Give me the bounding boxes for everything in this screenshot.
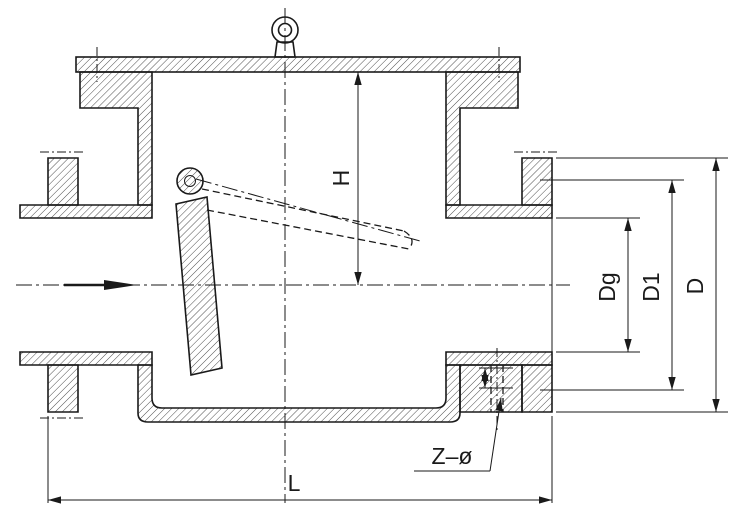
callout-label-z: Z–ø: [432, 443, 473, 469]
outlet-pipe-top-wall: [445, 204, 553, 219]
dimension-dg: Dg: [556, 217, 640, 353]
disc-assembly: [175, 167, 421, 376]
dimension-d1: D1: [540, 179, 684, 391]
right-bonnet-flange-wall: [445, 71, 519, 206]
bolt-hole-callout: Z–ø: [414, 348, 513, 472]
hinge-pin-boss: [176, 167, 204, 195]
dim-label-l: L: [288, 470, 301, 496]
flow-arrow-head: [104, 280, 137, 290]
body-bottom-shell: [137, 364, 461, 423]
lifting-eye-outer-ring: [271, 16, 299, 44]
dimension-d: D: [556, 157, 728, 413]
cover-plate: [75, 56, 521, 73]
dim-label-dg: Dg: [594, 272, 620, 301]
outlet-side-body: [445, 71, 560, 413]
inlet-flange-bottom: [47, 364, 79, 413]
inlet-pipe-top-wall: [19, 204, 153, 219]
outlet-flange-top: [521, 157, 553, 206]
bottom-shell-wall: [137, 364, 461, 423]
disc-open-end-cap: [403, 230, 413, 250]
dimension-h: H: [328, 72, 362, 285]
left-bonnet-flange-wall: [79, 71, 153, 206]
dim-label-d1: D1: [638, 272, 664, 301]
inlet-flange-top: [47, 157, 79, 206]
hinge-pin: [184, 175, 196, 187]
outlet-flange-bottom: [521, 364, 553, 413]
dimension-l: L: [47, 416, 553, 504]
disc-open-top-edge: [201, 188, 405, 232]
disc-open-centerline: [195, 178, 421, 242]
dim-label-h: H: [328, 170, 354, 187]
callout-leader: [489, 397, 503, 472]
dim-label-d: D: [682, 278, 708, 295]
top-cover-assembly: [75, 16, 521, 82]
disc-open-bottom-edge: [206, 209, 410, 250]
flow-arrow: [64, 280, 137, 290]
inlet-side-body: [19, 71, 153, 419]
disc-closed-section: [175, 196, 223, 376]
lifting-eye-inner-ring: [277, 22, 293, 38]
outlet-pipe-bottom-wall: [445, 351, 553, 366]
inlet-pipe-bottom-wall: [19, 351, 153, 366]
